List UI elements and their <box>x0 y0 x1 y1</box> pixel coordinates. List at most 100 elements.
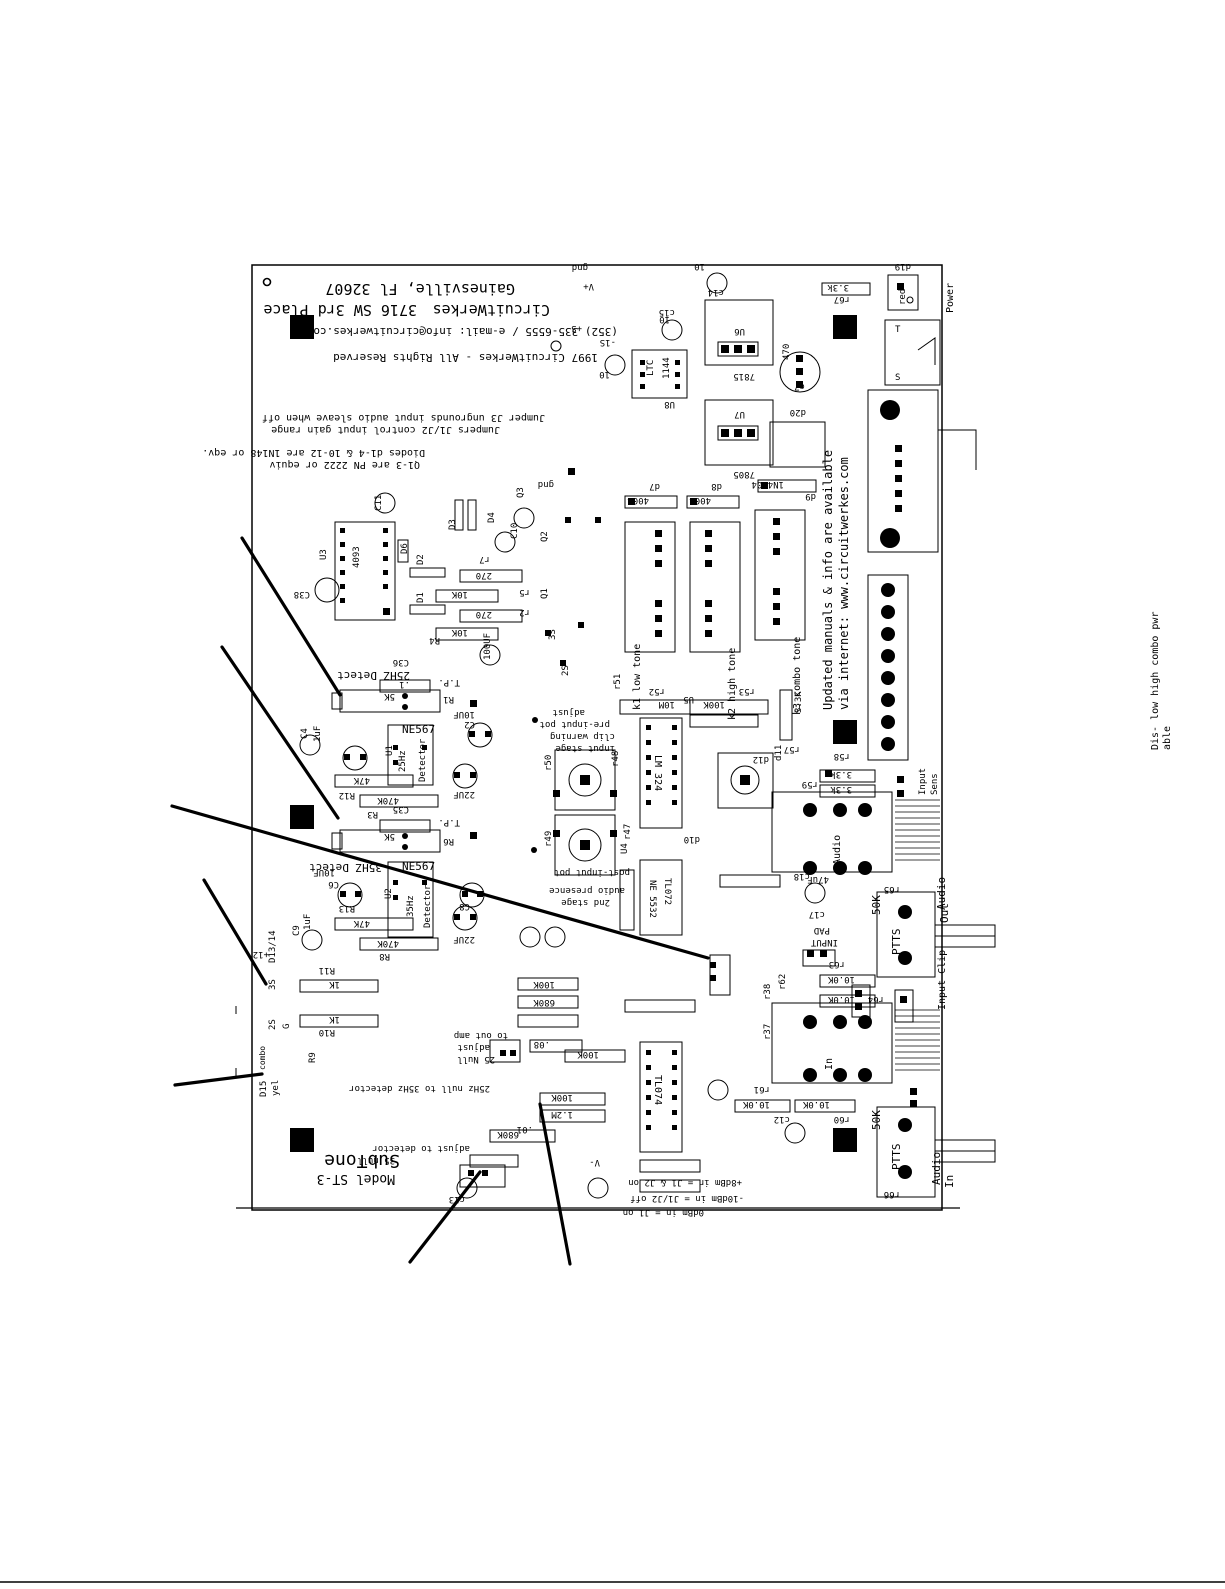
updates-line2: via internet: www.circuitwerkes.com <box>837 457 851 710</box>
r7-value: 270 <box>476 570 492 580</box>
power-led-ref: d19 <box>895 261 911 271</box>
audio-out-label2: Out <box>938 903 951 923</box>
pre-pot-line1: pre-input pot <box>540 719 610 729</box>
cap-22uf-b: 22UF <box>453 934 475 944</box>
c7-label: c7 <box>794 381 805 391</box>
post-pot-line3: post-input pot <box>554 867 630 877</box>
gain-note-3: +8dBm in = J1 & J2 on <box>628 1177 742 1187</box>
diode-d7-label: d7 <box>649 481 660 491</box>
pot-r50 <box>553 749 617 811</box>
note-2: Diodes d1-4 & 10-12 are 1N148 or eqv. <box>202 447 425 458</box>
val-01: .01 <box>517 1124 533 1134</box>
input-sens-label1: Input <box>918 768 928 795</box>
assembly-notes: Q1-3 are PN 2222 or equiv Diodes d1-4 & … <box>202 412 545 470</box>
gnd-top: gnd <box>572 262 588 272</box>
r59-label: r59 <box>802 779 818 789</box>
ptts-out: PTTS Audio Out <box>876 877 996 978</box>
ic-lm324-part: LM 324 <box>652 755 663 791</box>
post-pot-line2: audio presence <box>549 885 625 895</box>
audio-out-jack: Audio <box>771 791 893 875</box>
r1-trim-label: 3S <box>268 979 278 990</box>
r60-label: r60 <box>834 1114 850 1124</box>
mounting-pad <box>833 315 857 339</box>
jack-s: S <box>895 373 900 383</box>
detect-25hz: 25HZ Detect <box>337 669 410 682</box>
cap-c35: C35 <box>393 804 409 814</box>
solder-pads <box>468 468 917 1176</box>
relay-k3: k3 combo tone <box>754 509 806 715</box>
diode-d3: D3 <box>448 519 458 530</box>
ptts-out-label: PTTS <box>890 929 903 956</box>
regulator-u7-part: 7805 <box>733 469 755 479</box>
cap-10uf-a: 10UF <box>453 709 475 719</box>
r16-value: 100K <box>577 1049 599 1059</box>
r5-value: 10K <box>451 589 468 599</box>
grn-label: G <box>282 1024 292 1029</box>
ic-u4-part2: TL072 <box>662 878 672 905</box>
mounting-pad <box>290 1128 314 1152</box>
updates-note: Updated manuals & info are available via… <box>821 450 851 710</box>
small-parts <box>379 421 871 1188</box>
company-city: Gainesville, Fl 32607 <box>325 280 515 298</box>
res-r12: R12 <box>339 790 355 800</box>
r50-label: r50 <box>544 755 554 771</box>
post-pot-line1: 2nd stage <box>561 897 610 907</box>
r37-label: r37 <box>763 1024 773 1040</box>
r67-value: 3.3k <box>827 282 849 292</box>
cap-100uf: 100UF <box>483 633 493 660</box>
cap-1uf-a: 1uF <box>313 726 323 742</box>
regulator-u6-label: U6 <box>734 326 745 336</box>
r61-label: r61 <box>754 1084 770 1094</box>
cap-1uf-b: 1uF <box>303 914 313 930</box>
r64-value: 10.0K <box>827 994 855 1004</box>
d20-label: d20 <box>790 407 806 417</box>
audio-in-label1: Audio <box>930 1152 943 1185</box>
diode-d2: D2 <box>416 554 426 565</box>
gnd-label: gnd <box>538 479 554 489</box>
null-out-line1: 25 Null <box>457 1054 495 1064</box>
audio-out-jack-label: Audio <box>832 835 843 865</box>
diode-d7: 4004 d7 <box>624 481 678 509</box>
input-warn-line1: input stage <box>555 743 615 753</box>
ic-u3-part: 4093 <box>352 546 362 568</box>
transistor-q1: Q1 <box>540 588 550 599</box>
tp-1: T.P. <box>438 677 460 687</box>
r10-value: 1K <box>329 1014 340 1024</box>
diode-d8-value: 4004 <box>689 495 711 505</box>
misc-labels: U1 U2 C11 C10 C38 C36 C35 C4 C9 C6 C2 C8… <box>253 261 900 1204</box>
copyright-block: 1997 CircuitWerkes - All Rights Reserved… <box>306 325 618 364</box>
res-r9: R9 <box>308 1052 318 1063</box>
r64-label: r64 <box>868 994 884 1004</box>
val-10-c: 10 <box>599 369 610 379</box>
r62-label: r62 <box>778 974 788 990</box>
vplus-label: V+ <box>583 281 594 291</box>
null-out-line3: to out amp <box>454 1030 508 1040</box>
relay-k1-label: k1 low tone <box>632 644 643 710</box>
regulator-u7-label: U7 <box>734 409 745 419</box>
cap-c6: C6 <box>328 879 339 889</box>
val-10-b: 10 <box>659 314 670 324</box>
gain-note-1: 0dBm in = J1 on <box>623 1207 704 1217</box>
regulator-u6: U6 7815 <box>704 299 774 381</box>
power-label: Power <box>945 283 956 313</box>
ic-u8-part: LTC <box>646 360 656 376</box>
model-block: SubTone Model ST-3 <box>317 1150 400 1186</box>
mounting-pad <box>290 805 314 829</box>
res-r5: r5 <box>519 587 530 597</box>
val-08: .08 <box>534 1039 550 1049</box>
r61-value: 10.0K <box>742 1099 770 1109</box>
cap-c11: C11 <box>374 495 384 511</box>
relay-k3-label: k3 combo tone <box>792 637 803 715</box>
capacitor-leads <box>340 355 803 920</box>
trimpot-r6: 35HZ Detect <box>309 829 441 874</box>
c18-label: c18 <box>794 871 810 881</box>
cap-c36: C36 <box>393 657 409 667</box>
r12-value: 47K <box>353 775 370 785</box>
r58-value: 3.3k <box>830 784 852 794</box>
pot-50k-in: 50K <box>870 1110 883 1130</box>
terminal-strip <box>867 574 909 761</box>
r47-label: r47 <box>623 824 633 840</box>
input-pad-line1: INPUT <box>810 937 838 947</box>
